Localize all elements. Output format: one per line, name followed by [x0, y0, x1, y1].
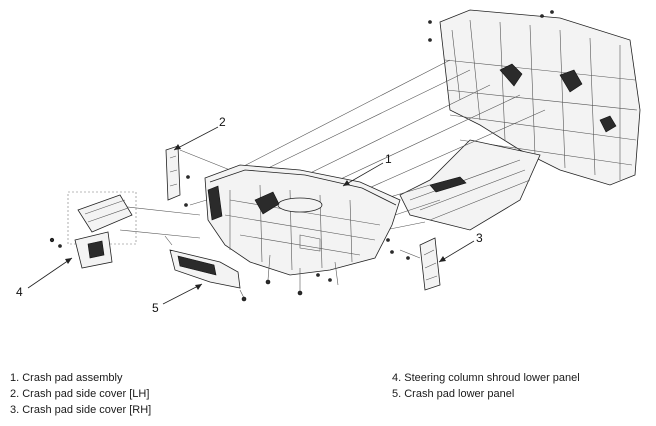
crash-pad-side-cover-lh — [165, 145, 181, 201]
legend-right: 4. Steering column shroud lower panel 5.… — [392, 370, 580, 402]
exploded-diagram: 1 2 3 4 5 — [16, 9, 641, 315]
legend-item: 1. Crash pad assembly — [10, 372, 123, 384]
legend-item: 2. Crash pad side cover [LH] — [10, 388, 150, 400]
callout-leaders — [27, 126, 475, 305]
legend-left: 1. Crash pad assembly 2. Crash pad side … — [10, 370, 151, 418]
callout-1: 1 — [385, 152, 392, 166]
legend-item: 4. Steering column shroud lower panel — [392, 372, 580, 384]
crash-pad-lower-panel — [164, 235, 247, 302]
crash-pad-assembly — [204, 164, 401, 296]
fasteners — [184, 10, 554, 282]
callout-4: 4 — [16, 285, 23, 299]
vehicle-body-shell — [399, 9, 641, 231]
legend-item: 3. Crash pad side cover [RH] — [10, 404, 152, 416]
callout-2: 2 — [219, 115, 226, 129]
steering-column-shroud-lower-panel — [49, 191, 137, 269]
crash-pad-side-cover-rh — [419, 237, 441, 291]
callout-3: 3 — [476, 231, 483, 245]
callout-5: 5 — [152, 301, 159, 315]
legend-item: 5. Crash pad lower panel — [392, 388, 515, 400]
